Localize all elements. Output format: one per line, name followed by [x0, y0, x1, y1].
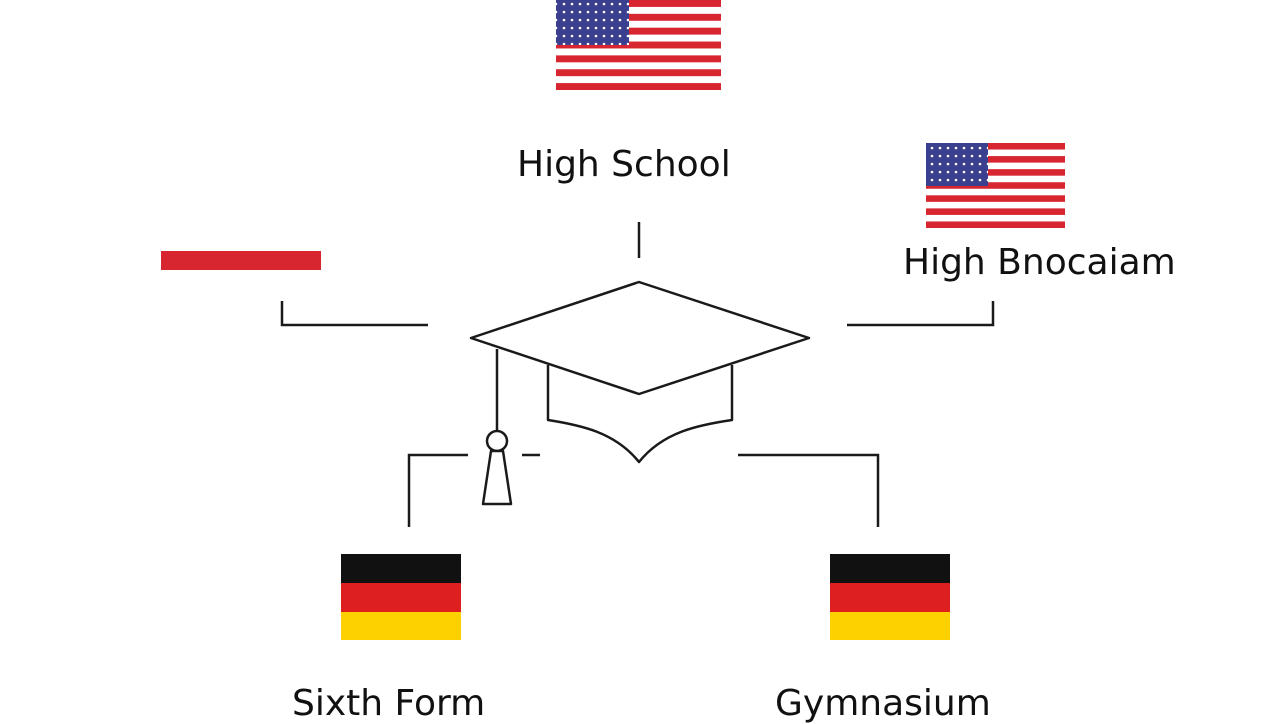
connector-right — [847, 301, 995, 327]
flag-stripe — [926, 221, 1065, 228]
node-label-high-school: High School — [517, 144, 731, 185]
flag-stripe — [926, 169, 1065, 176]
node-label-high-bnocaiam: High Bnocaiam — [903, 242, 1176, 283]
node-label-sixth-form: Sixth Form — [292, 683, 486, 724]
flag-stripe — [926, 156, 1065, 163]
flag-stripe — [926, 208, 1065, 215]
flag-stripe — [926, 143, 1065, 150]
usa-flag-icon — [556, 0, 721, 90]
flag-stripe — [556, 41, 721, 49]
flag-stripe — [556, 27, 721, 35]
flag-stripe — [926, 182, 1065, 189]
flag-stripe — [556, 55, 721, 63]
flag-stripe — [926, 195, 1065, 202]
node-label-gymnasium: Gymnasium — [775, 683, 991, 724]
usa-flag-icon — [926, 143, 1065, 228]
graduation-cap-icon — [469, 280, 811, 506]
connector-bottom-right — [738, 453, 880, 527]
germany-flag-icon — [830, 554, 950, 640]
flag-stripe — [556, 83, 721, 90]
connector-left — [280, 301, 428, 327]
flag-stripe — [556, 0, 721, 7]
germany-flag-icon — [341, 554, 461, 640]
connector-bottom-left — [407, 453, 468, 527]
red-bar-flag-icon — [161, 251, 321, 270]
flag-stripe — [556, 69, 721, 77]
flag-stripe — [556, 13, 721, 21]
